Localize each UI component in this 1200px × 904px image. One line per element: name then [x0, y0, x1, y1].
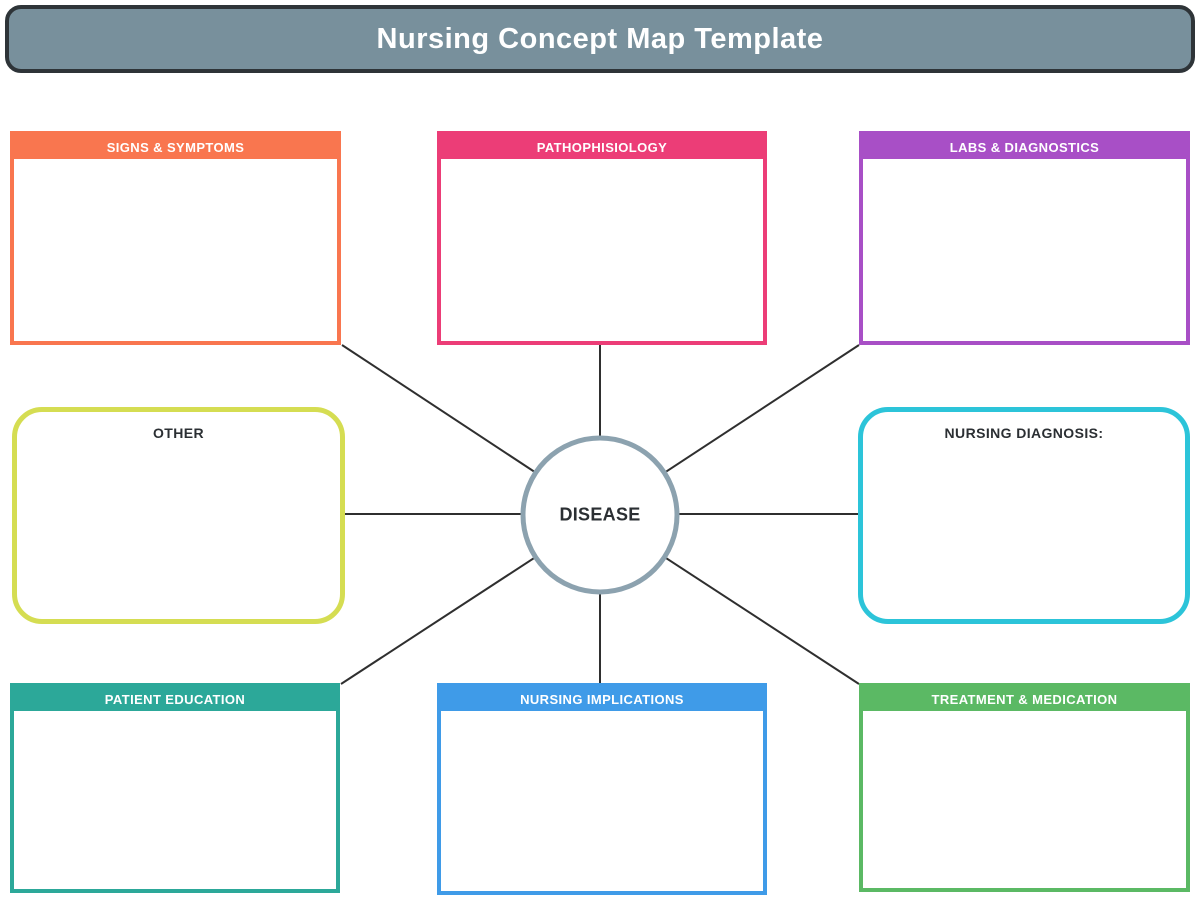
- page-title: Nursing Concept Map Template: [376, 22, 824, 55]
- box-signs-symptoms[interactable]: SIGNS & SYMPTOMS: [10, 131, 341, 345]
- box-other-label: OTHER: [153, 425, 204, 441]
- box-nursing-diagnosis-label: NURSING DIAGNOSIS:: [944, 425, 1104, 441]
- box-labs-diagnostics-label: LABS & DIAGNOSTICS: [949, 139, 1100, 155]
- box-nursing-implications-header: NURSING IMPLICATIONS: [441, 687, 763, 711]
- center-node-label: DISEASE: [559, 504, 641, 525]
- box-patient-education-header: PATIENT EDUCATION: [14, 687, 336, 711]
- box-pathophisiology[interactable]: PATHOPHISIOLOGY: [437, 131, 767, 345]
- box-pathophisiology-label: PATHOPHISIOLOGY: [536, 139, 668, 155]
- disease-circle[interactable]: [520, 435, 680, 595]
- box-treatment-medication-header: TREATMENT & MEDICATION: [863, 687, 1186, 711]
- box-labs-diagnostics[interactable]: LABS & DIAGNOSTICS: [859, 131, 1190, 345]
- box-other[interactable]: OTHER: [12, 407, 345, 624]
- title-bar: Nursing Concept Map Template: [5, 5, 1195, 73]
- box-nursing-diagnosis[interactable]: NURSING DIAGNOSIS:: [858, 407, 1190, 624]
- box-patient-education-label: PATIENT EDUCATION: [104, 691, 246, 707]
- box-treatment-medication[interactable]: TREATMENT & MEDICATION: [859, 683, 1190, 892]
- box-labs-diagnostics-header: LABS & DIAGNOSTICS: [863, 135, 1186, 159]
- box-nursing-implications-label: NURSING IMPLICATIONS: [520, 691, 684, 707]
- box-nursing-implications[interactable]: NURSING IMPLICATIONS: [437, 683, 767, 895]
- box-signs-symptoms-label: SIGNS & SYMPTOMS: [106, 139, 245, 155]
- box-pathophisiology-header: PATHOPHISIOLOGY: [441, 135, 763, 159]
- box-patient-education[interactable]: PATIENT EDUCATION: [10, 683, 340, 893]
- box-treatment-medication-label: TREATMENT & MEDICATION: [931, 691, 1118, 707]
- box-signs-symptoms-header: SIGNS & SYMPTOMS: [14, 135, 337, 159]
